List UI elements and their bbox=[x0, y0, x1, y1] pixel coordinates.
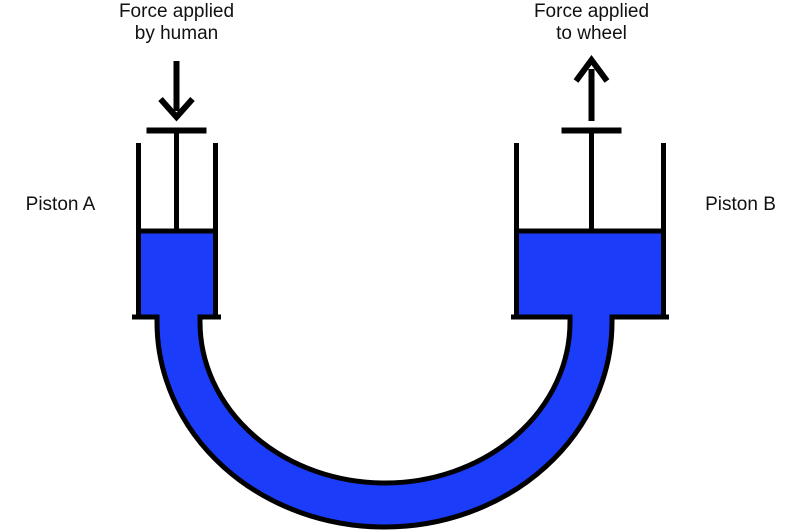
piston-b-cylinder bbox=[511, 143, 669, 320]
force-wheel-label-line2: to wheel bbox=[556, 23, 627, 44]
piston-b-label: Piston B bbox=[705, 194, 776, 215]
force-wheel-label-line1: Force applied bbox=[534, 1, 649, 22]
force-human-label-line2: by human bbox=[135, 23, 218, 44]
linework-group bbox=[132, 54, 669, 530]
labels-group: Force applied by human Force applied to … bbox=[26, 1, 776, 215]
force-human-label-line1: Force applied bbox=[119, 1, 234, 22]
downward-force-arrow-icon bbox=[158, 61, 195, 122]
piston-a-cylinder bbox=[132, 143, 221, 320]
piston-a-label: Piston A bbox=[26, 194, 96, 215]
upward-force-arrow-icon bbox=[573, 54, 610, 121]
